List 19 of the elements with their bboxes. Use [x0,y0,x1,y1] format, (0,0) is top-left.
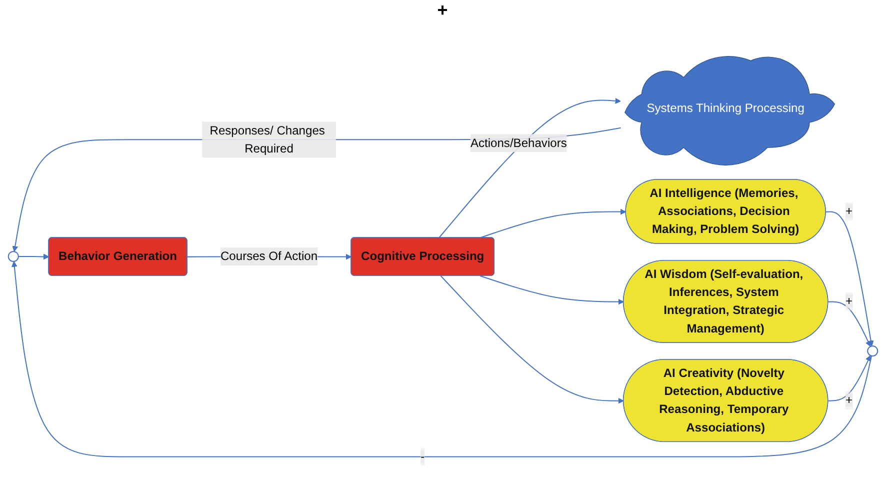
edge-label: + [845,393,852,407]
node-circle [866,345,878,356]
arrow [438,98,620,238]
arrow [440,276,624,404]
edge-label: Courses Of Action [220,249,318,263]
edge-label: + [845,204,852,218]
arrow [828,355,870,402]
arrow [828,301,870,347]
node-circle [7,250,18,262]
arrow [18,254,49,260]
edge-label: - [420,450,424,464]
edge-label: Responses/ Changes Required [209,124,324,155]
sign-label: + [437,0,448,20]
edge-label: Actions/Behaviors [470,136,566,150]
edge-label: + [845,294,852,308]
arrow [825,211,874,346]
arrow [10,261,872,458]
arrow [479,208,626,238]
arrow [479,275,624,305]
